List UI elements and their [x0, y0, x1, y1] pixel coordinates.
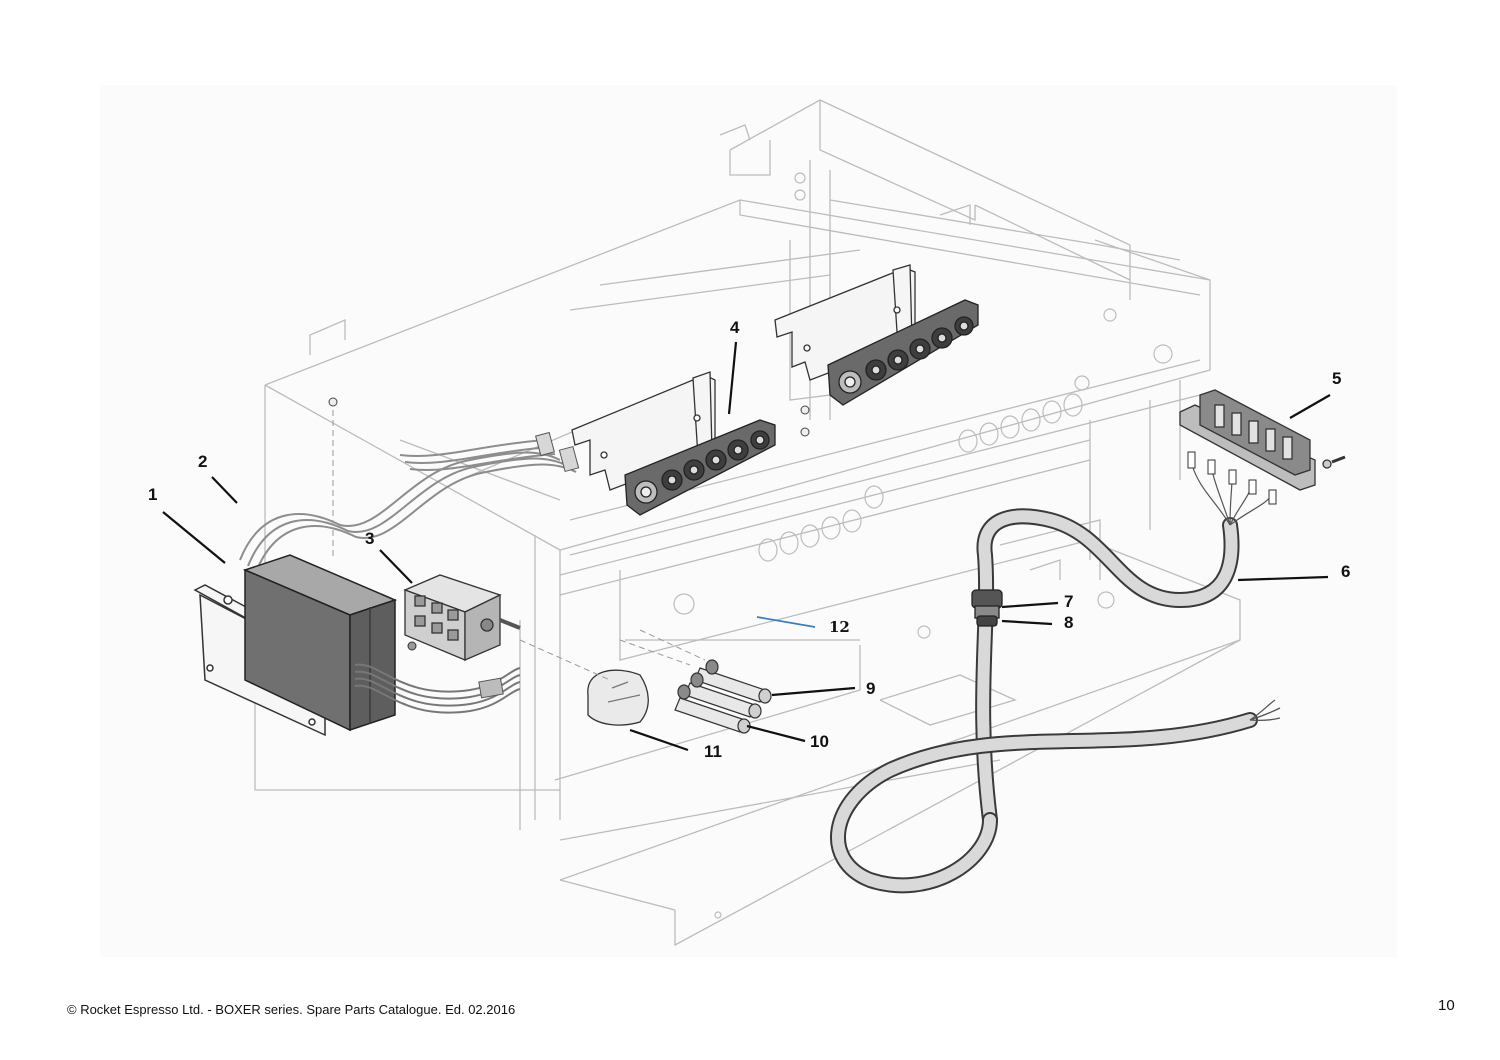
leader-7 [1001, 601, 1059, 609]
leader-8 [1001, 619, 1053, 626]
leader-6 [1237, 575, 1329, 582]
callout-8: 8 [1064, 613, 1073, 632]
ribbon-connector-2 [558, 445, 580, 473]
part-knob [587, 669, 649, 726]
leader-1 [162, 511, 226, 564]
callout-numbers: 1 2 3 4 5 6 7 8 9 10 11 12 [148, 318, 1350, 761]
keypad-screws [328, 397, 810, 437]
part-transformer [242, 554, 398, 732]
wire-ferrules [1187, 451, 1277, 505]
frame-holes [673, 172, 1173, 919]
assembly-lines [332, 410, 706, 681]
wire-sleeve [478, 677, 504, 699]
page-number: 10 [1438, 997, 1455, 1014]
callout-7: 7 [1064, 592, 1073, 611]
ribbon-connector [535, 431, 555, 457]
callout-2: 2 [198, 452, 207, 471]
callout-6: 6 [1341, 562, 1350, 581]
leader-4 [727, 341, 738, 415]
leader-lines [162, 341, 1331, 752]
copyright-footer: © Rocket Espresso Ltd. - BOXER series. S… [67, 1002, 516, 1017]
part-keypad-left [624, 419, 776, 516]
leader-12 [756, 616, 816, 628]
machine-frame [254, 99, 1241, 947]
part-ribbon-cable [239, 439, 577, 573]
part-power-cable [830, 508, 1258, 894]
cable-wires-bottom [1249, 699, 1281, 722]
part-keypad-right [827, 299, 979, 406]
leader-10 [746, 724, 806, 743]
leader-2 [211, 476, 238, 504]
leader-3 [379, 549, 413, 584]
callout-11: 11 [704, 742, 722, 761]
callout-9: 9 [866, 679, 875, 698]
callout-1: 1 [148, 485, 157, 504]
callout-5: 5 [1332, 369, 1341, 388]
part-fuses [674, 659, 772, 734]
callout-10: 10 [810, 732, 829, 751]
leader-11 [629, 728, 689, 752]
callout-12: 12 [829, 618, 850, 636]
part-rotary-switch [403, 574, 521, 661]
part-cable-gland [971, 589, 1003, 627]
part-terminal-block [1179, 389, 1346, 491]
transformer-wires [354, 663, 521, 714]
screw [407, 641, 417, 651]
leader-9 [771, 686, 856, 697]
callout-4: 4 [730, 318, 740, 337]
callout-3: 3 [365, 529, 374, 548]
leader-5 [1289, 394, 1331, 419]
